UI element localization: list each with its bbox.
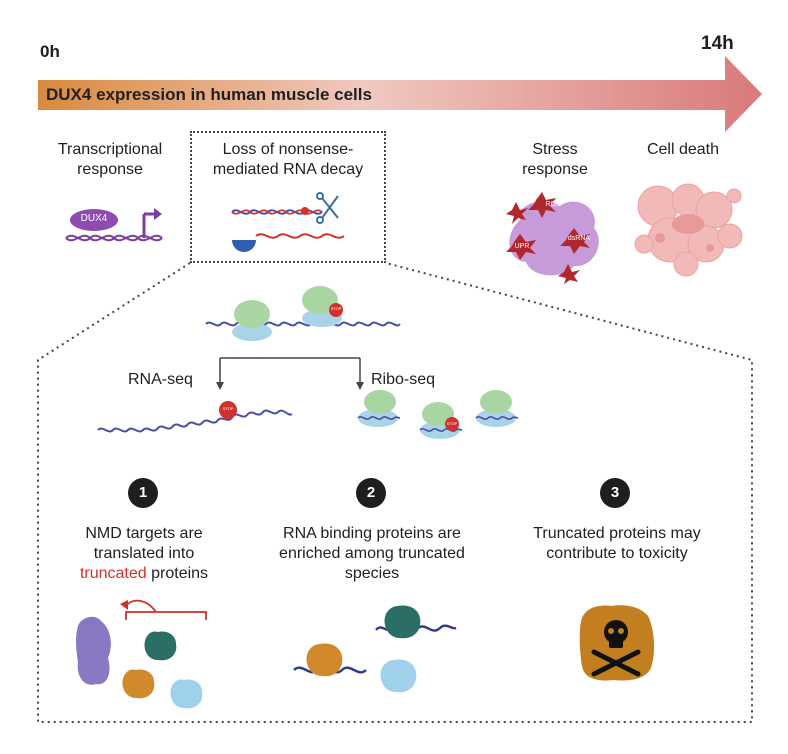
truncated-proteins-illustration [76, 599, 207, 709]
footprint-1 [357, 390, 401, 427]
stage-nmd-title: Loss of nonsense- mediated RNA decay [192, 140, 384, 180]
finding-1-number: 1 [128, 478, 158, 508]
finding-1-highlight: truncated [79, 565, 147, 582]
finding-1-line1: NMD targets are [85, 525, 203, 542]
dux4-icon-label: DUX4 [80, 213, 108, 224]
ribo-seq-label: Ribo-seq [371, 371, 436, 388]
stage-nmd-line1: Loss of nonsense- [222, 141, 354, 158]
finding-1-line2: translated into [93, 545, 195, 562]
seq-split-bracket [216, 357, 364, 390]
ribosome-1 [232, 300, 272, 341]
dux4-promoter-icon [65, 208, 163, 242]
stage-stress-title: Stress response [500, 140, 610, 180]
timeline-start-label: 0h [40, 42, 60, 61]
rna-seq-strand [97, 401, 293, 433]
nmd-decay-icon [231, 192, 345, 252]
finding-1-line3: truncated proteins [44, 564, 244, 584]
finding-3-number: 3 [600, 478, 630, 508]
stage-nmd-line2: mediated RNA decay [212, 161, 364, 178]
finding-1-text: NMD targets are translated into truncate… [44, 524, 244, 584]
timeline-arrow-label: DUX4 expression in human muscle cells [46, 85, 372, 104]
timeline-end-label: 14h [701, 33, 734, 54]
rna-seq-label: RNA-seq [128, 371, 193, 388]
finding-2-line2: enriched among truncated [279, 545, 465, 562]
finding-3-text: Truncated proteins may contribute to tox… [506, 524, 728, 564]
finding-1-line3-rest: proteins [146, 565, 209, 582]
stage-transcriptional-line2: response [77, 161, 143, 178]
cell-death-icon [634, 183, 743, 277]
nmd-loss-box [190, 131, 386, 263]
full-length-protein [76, 616, 111, 685]
stress-badge-upr: UPR [514, 243, 530, 250]
stop-codon-label-rna: STOP [222, 406, 234, 411]
stop-codon-label-top: STOP [330, 306, 342, 311]
translating-mrna-illustration [205, 286, 401, 341]
stress-badge-dsrna: dsRNA [567, 235, 591, 242]
stage-stress-line1: Stress [532, 141, 578, 158]
finding-2-text: RNA binding proteins are enriched among … [262, 524, 482, 584]
stage-death-title: Cell death [646, 141, 720, 158]
stage-transcriptional-title: Transcriptional response [36, 140, 184, 180]
finding-2-number: 2 [356, 478, 386, 508]
finding-2-line3: species [344, 565, 400, 582]
stress-badge-ros: ROS [545, 201, 561, 208]
truncated-protein-orange [122, 669, 155, 699]
footprint-2 [419, 402, 463, 439]
rna-binding-proteins-illustration [293, 605, 457, 693]
finding-2-line1: RNA binding proteins are [283, 525, 461, 542]
truncated-protein-lightblue [170, 679, 203, 709]
footprint-3 [475, 390, 519, 427]
ribo-seq-footprints [357, 390, 519, 439]
stage-transcriptional-line1: Transcriptional [57, 141, 163, 158]
stress-cell-icon [506, 192, 599, 284]
stage-stress-line2: response [522, 161, 588, 178]
stop-codon-label-ribo: STOP [446, 421, 458, 426]
timeline-arrow [38, 56, 762, 132]
toxicity-icon [579, 605, 655, 681]
finding-3-line2: contribute to toxicity [546, 545, 688, 562]
truncated-protein-teal [144, 631, 177, 661]
finding-3-line1: Truncated proteins may [533, 525, 701, 542]
